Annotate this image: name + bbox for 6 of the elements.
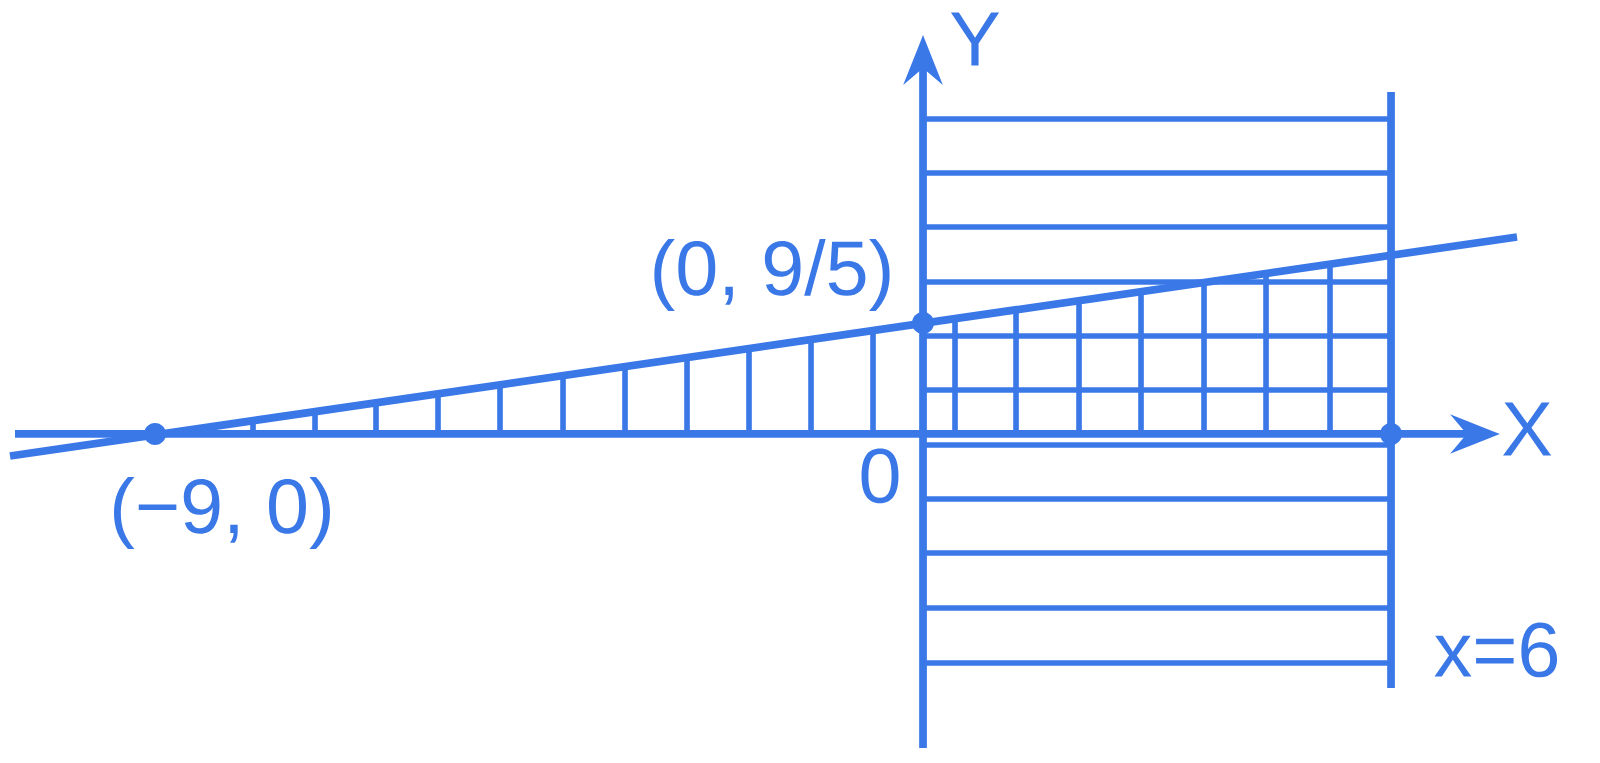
point-label: (−9, 0) (114, 476, 330, 549)
point-label: (0, 9/5) (654, 238, 890, 311)
axis-label: X (1503, 402, 1552, 456)
origin-label: 0 (861, 448, 899, 504)
line-label: x=6 (1434, 622, 1558, 678)
axis-label: Y (950, 12, 1000, 66)
